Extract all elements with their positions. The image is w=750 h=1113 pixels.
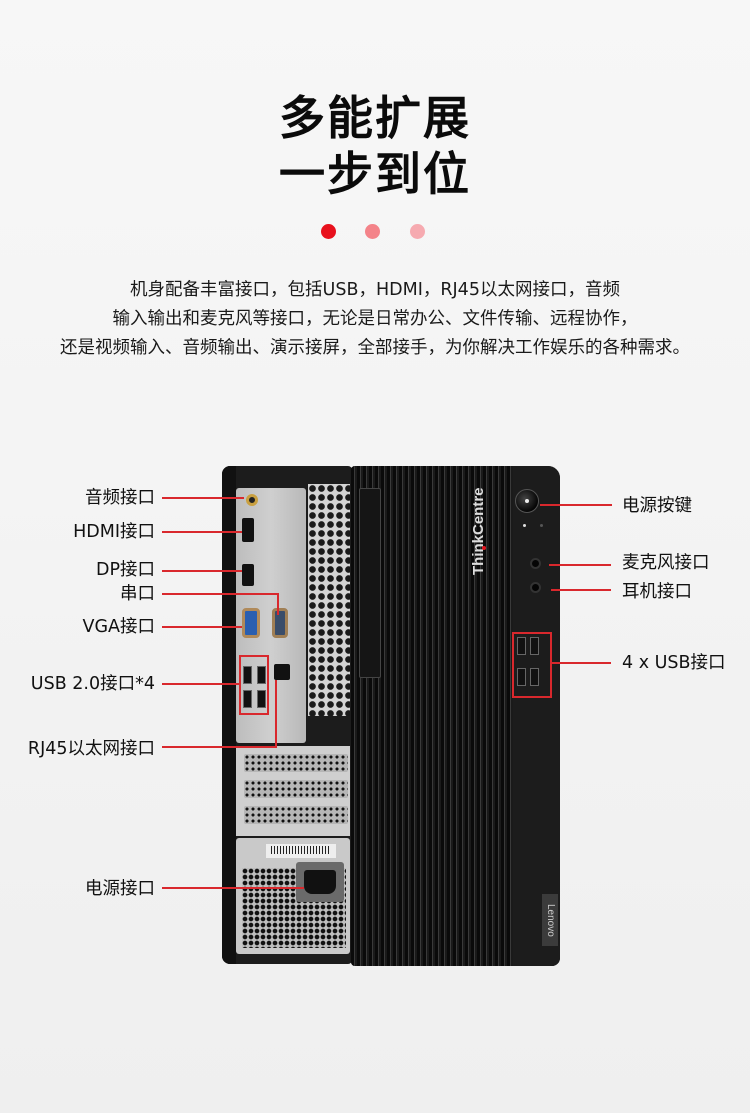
expansion-slot	[244, 806, 348, 824]
pager-dot-1[interactable]	[321, 224, 336, 239]
title-line-2: 一步到位	[279, 147, 471, 201]
front-control-panel	[513, 466, 560, 966]
label-power-button: 电源按键	[622, 496, 692, 516]
serial-port-icon	[272, 608, 288, 638]
description-line-2: 输入输出和麦克风等接口，无论是日常办公、文件传输、远程协作，	[112, 309, 638, 329]
expansion-slots	[236, 746, 350, 836]
leader-line-mic	[549, 564, 611, 566]
label-vga: VGA接口	[82, 617, 155, 637]
rj45-port-icon	[274, 664, 290, 680]
front-chassis-image	[351, 466, 560, 966]
pager-dot-3[interactable]	[410, 224, 425, 239]
expansion-slot	[244, 754, 348, 772]
front-usb-highlight-box	[512, 632, 552, 698]
power-socket-icon	[296, 862, 344, 902]
leader-line-headphone	[551, 589, 611, 591]
leader-line-power-button	[540, 504, 612, 506]
label-audio: 音频接口	[85, 488, 155, 508]
description-line-1: 机身配备丰富接口，包括USB，HDMI，RJ45以太网接口，音频	[130, 280, 620, 300]
label-usb2: USB 2.0接口*4	[30, 674, 155, 694]
front-usb-port-icon	[530, 637, 539, 655]
leader-line-hdmi	[162, 531, 242, 533]
io-shield	[236, 488, 306, 743]
description-line-3: 还是视频输入、音频输出、演示接屏，全部接手，为你解决工作娱乐的各种需求。	[60, 338, 690, 358]
label-headphone: 耳机接口	[622, 582, 692, 602]
dp-port-icon	[242, 564, 254, 586]
label-front-usb: 4 x USB接口	[622, 653, 726, 673]
usb-port-icon	[257, 666, 266, 684]
leader-line-audio	[162, 497, 244, 499]
leader-line-rj45-rise	[275, 680, 277, 748]
expansion-slot	[244, 780, 348, 798]
power-supply	[236, 838, 350, 954]
lenovo-badge: Lenovo	[542, 894, 558, 946]
leader-line-usb2	[162, 683, 240, 685]
vent-mesh	[308, 484, 350, 716]
leader-line-serial-drop	[277, 593, 279, 615]
vga-port-icon	[242, 608, 260, 638]
pager-dot-2[interactable]	[365, 224, 380, 239]
label-hdmi: HDMI接口	[73, 522, 155, 542]
status-led	[523, 524, 526, 527]
chassis-rail	[222, 466, 236, 964]
description: 机身配备丰富接口，包括USB，HDMI，RJ45以太网接口，音频 输入输出和麦克…	[0, 276, 750, 363]
logo-red-dot	[482, 546, 486, 550]
page-title: 多能扩展 一步到位	[0, 90, 750, 202]
leader-line-serial	[162, 593, 279, 595]
label-serial: 串口	[120, 584, 155, 604]
usb-port-icon	[257, 690, 266, 708]
pager-dots	[0, 224, 750, 240]
usb-port-icon	[243, 666, 252, 684]
thinkcentre-logo: ThinkCentre	[470, 487, 487, 575]
label-rj45: RJ45以太网接口	[27, 739, 155, 759]
barcode-label	[266, 844, 336, 858]
hdmi-port-icon	[242, 518, 254, 542]
power-button-icon	[515, 489, 539, 513]
front-usb-port-icon	[517, 668, 526, 686]
usb-port-icon	[243, 690, 252, 708]
hdd-led	[540, 524, 543, 527]
usb2-highlight-box	[239, 655, 269, 715]
label-power-socket: 电源接口	[85, 879, 155, 899]
title-line-1: 多能扩展	[279, 91, 471, 145]
label-mic: 麦克风接口	[622, 553, 710, 573]
leader-line-front-usb	[551, 662, 611, 664]
label-dp: DP接口	[95, 560, 155, 580]
optical-drive-bay	[359, 488, 381, 678]
leader-line-vga	[162, 626, 242, 628]
headphone-jack-icon	[530, 582, 541, 593]
front-usb-port-icon	[517, 637, 526, 655]
leader-line-dp	[162, 570, 242, 572]
audio-jack-icon	[246, 494, 258, 506]
leader-line-rj45	[162, 746, 277, 748]
mic-jack-icon	[530, 558, 541, 569]
leader-line-power-socket	[162, 887, 304, 889]
front-usb-port-icon	[530, 668, 539, 686]
rear-chassis-image	[222, 466, 352, 964]
